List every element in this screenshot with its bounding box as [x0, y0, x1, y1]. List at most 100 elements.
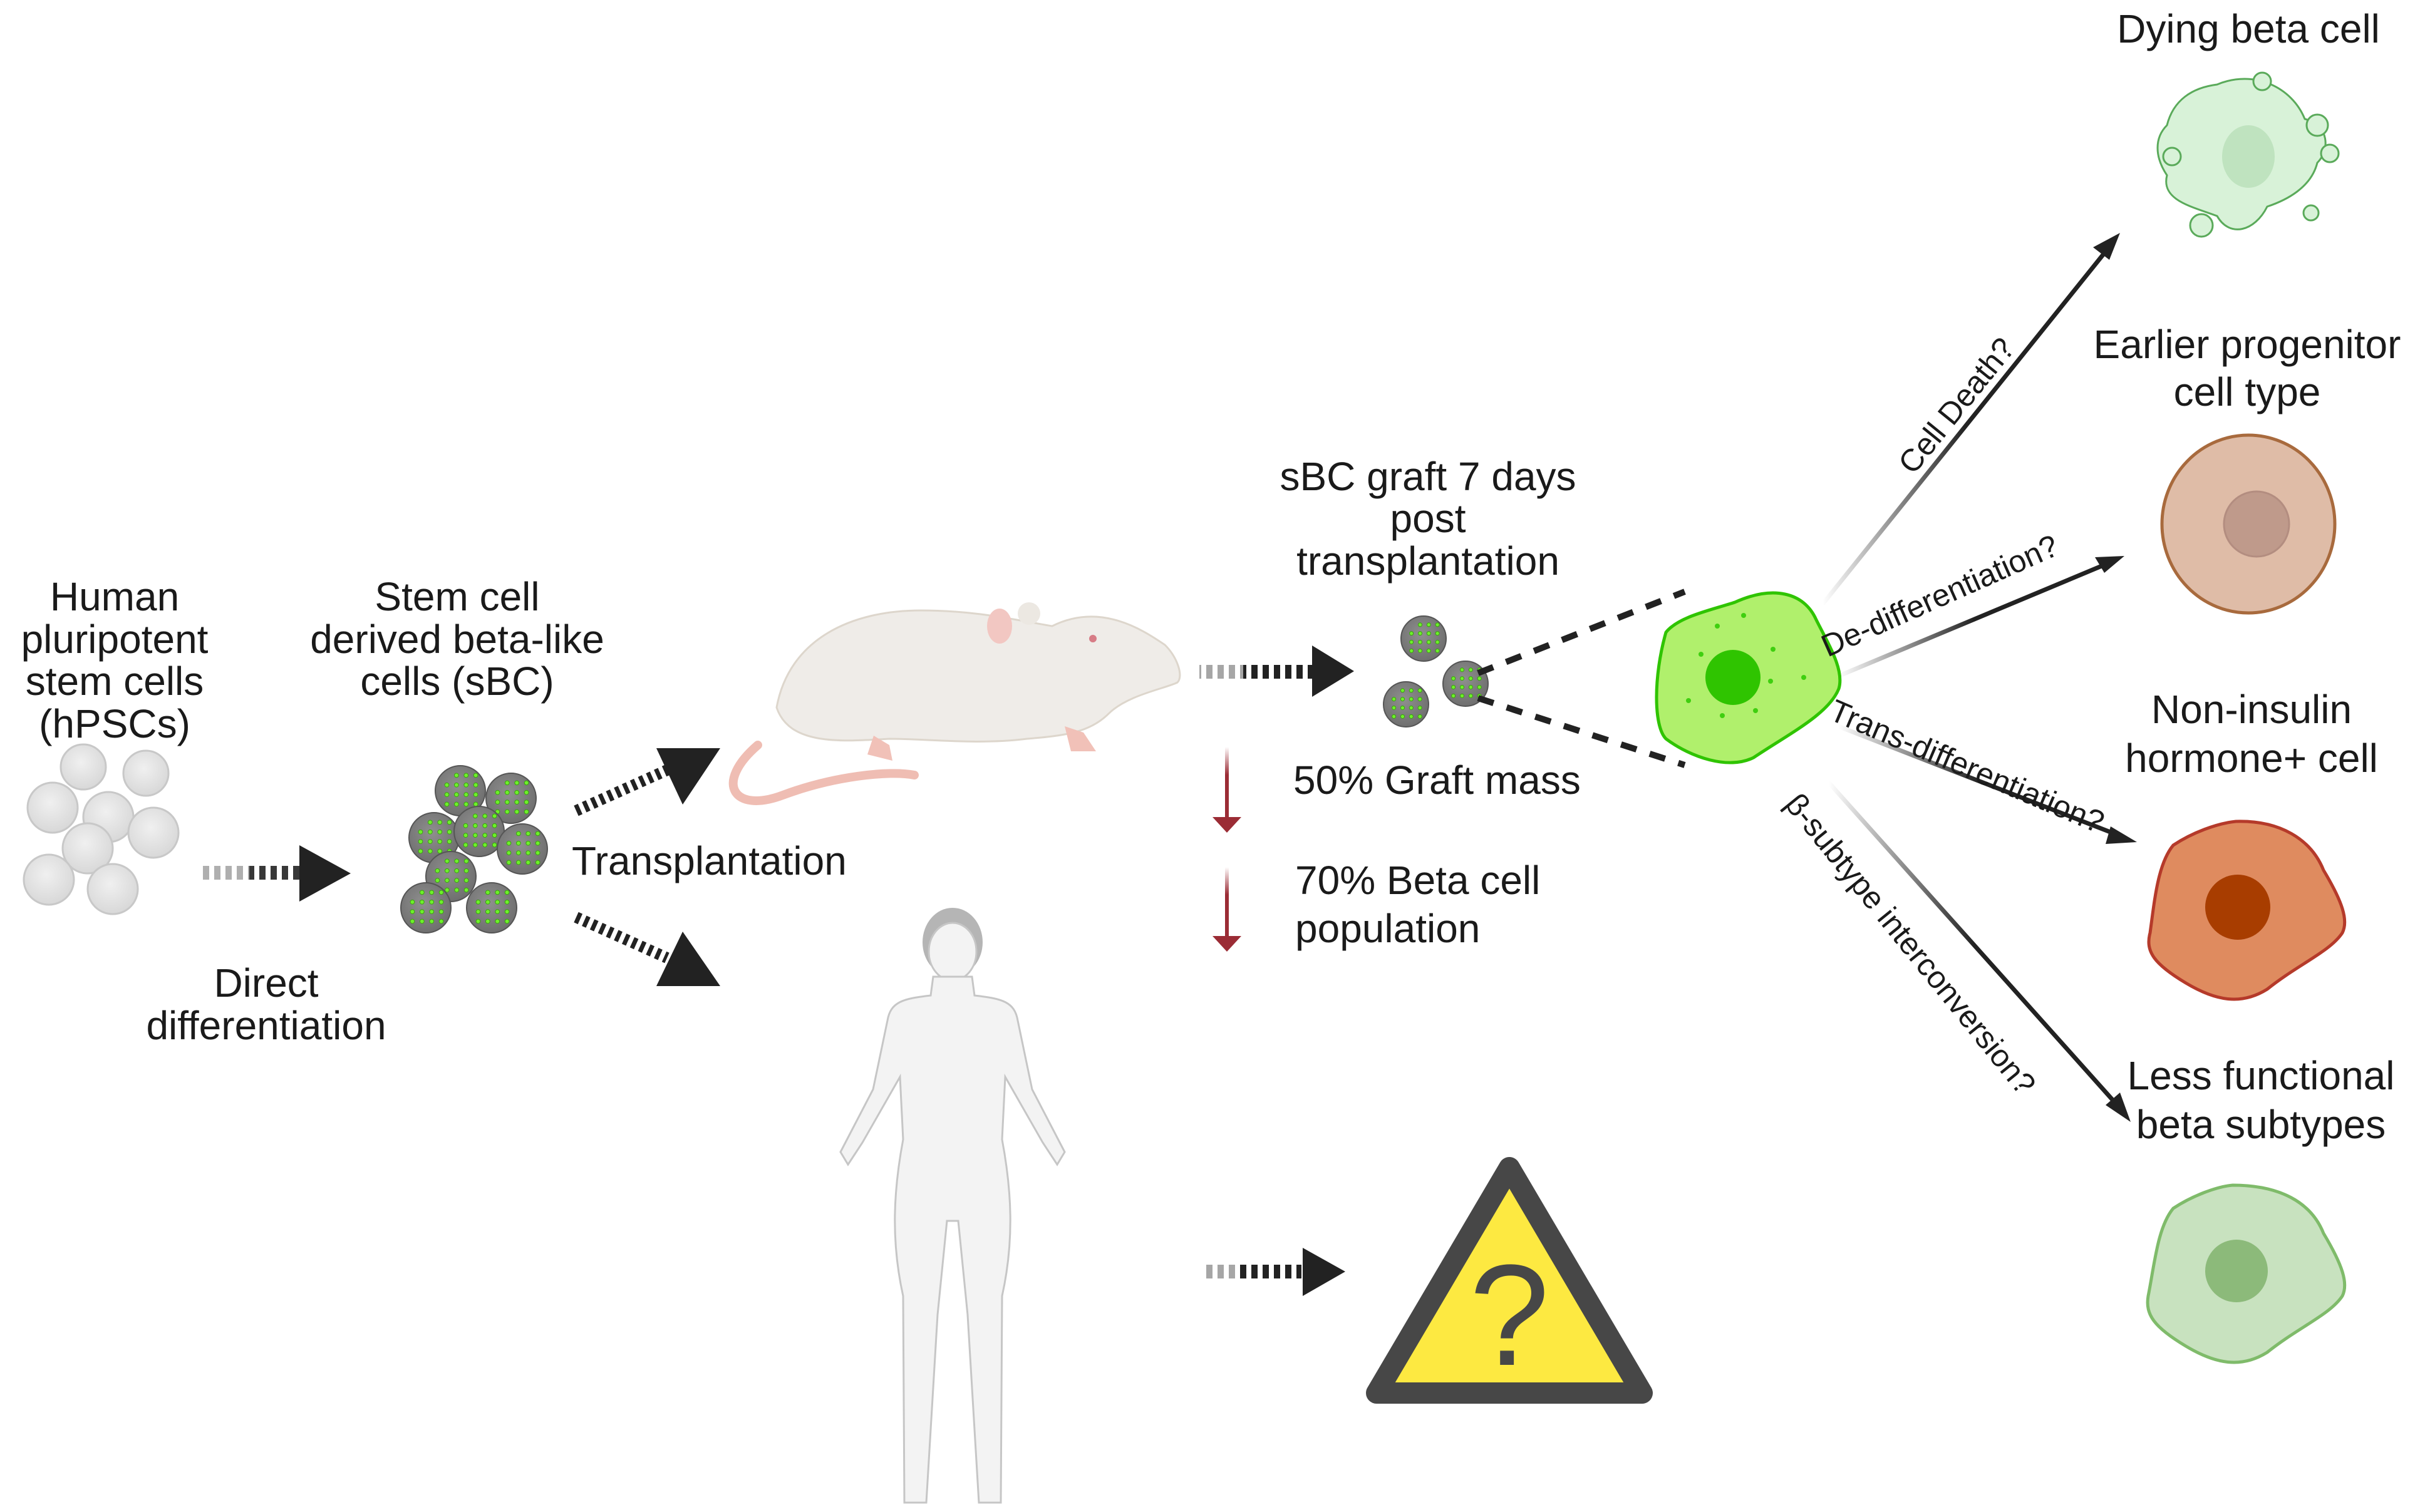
cell-dot — [524, 789, 529, 795]
cell-dot — [535, 831, 540, 836]
cell-dot — [429, 909, 435, 915]
subtype-interconversion-label: β-subtype interconversion? — [1778, 787, 2042, 1102]
cell-dot — [525, 850, 531, 856]
cell-dot — [419, 890, 425, 895]
sbc-cluster-icon — [400, 765, 548, 933]
cell-dot — [1392, 697, 1397, 702]
cell-dot — [444, 887, 450, 893]
cell-dot — [535, 850, 540, 856]
cell-dot — [524, 809, 529, 815]
cell-dot — [495, 918, 500, 924]
cell-dot — [475, 909, 481, 915]
cell-dot — [482, 823, 488, 828]
beta-cell-icon — [1655, 591, 1842, 764]
cell-dot — [444, 792, 450, 798]
cell-dot — [1392, 705, 1397, 711]
cell-dot — [1477, 676, 1482, 681]
cell-dot — [1417, 639, 1423, 645]
cell-dot — [437, 820, 443, 825]
cell-dot — [463, 782, 469, 788]
hpsc-label-line: stem cells — [26, 659, 204, 704]
progenitor-cell-icon — [2160, 433, 2337, 615]
hpsc-label: Human pluripotent stem cells (hPSCs) — [21, 574, 209, 746]
less-functional-cell-icon — [2146, 1183, 2347, 1364]
cell-dot — [444, 801, 450, 807]
cell-dot — [495, 890, 500, 895]
hpsc-label-line: pluripotent — [21, 617, 209, 662]
trans-differentiation-label: Trans-differentiation? — [1825, 693, 2109, 840]
cell-dot — [1417, 688, 1422, 693]
cell-dot — [429, 899, 435, 905]
cell-dot — [419, 899, 425, 905]
cell-dot — [463, 823, 468, 828]
cell-dot — [437, 839, 443, 845]
cell-dot — [1459, 693, 1465, 698]
arrow-direct-diff — [199, 845, 351, 902]
non-insulin-label: Non-insulin hormone+ cell — [2125, 687, 2378, 781]
graft-title: sBC graft 7 days post transplantation — [1280, 454, 1576, 584]
arrow-to-human — [574, 912, 720, 986]
sbc-label-line: derived beta-like — [310, 617, 604, 662]
cell-dot — [1435, 631, 1440, 636]
cell-dot — [429, 890, 435, 895]
sbc-label-line: cells (sBC) — [360, 659, 554, 704]
cell-dot — [535, 840, 540, 846]
cell-dot — [472, 833, 478, 838]
cell-dot — [463, 773, 469, 778]
cell-dot — [1451, 693, 1456, 698]
cell-dot — [485, 909, 490, 915]
cell-dot — [438, 918, 444, 924]
cell-dot — [514, 809, 520, 815]
cell-dot — [473, 782, 478, 788]
cell-dot — [447, 839, 452, 845]
cell-dot — [506, 850, 512, 856]
cell-dot — [447, 829, 452, 835]
graft-title-line: post — [1390, 496, 1466, 541]
cell-dot — [419, 918, 425, 924]
cell-dot — [504, 890, 510, 895]
non-insulin-cell-icon — [2147, 820, 2347, 1001]
sbc-label: Stem cell derived beta-like cells (sBC) — [310, 574, 604, 704]
cell-dot — [515, 850, 521, 856]
warning-question-mark: ? — [1469, 1235, 1549, 1396]
progenitor-label-line: Earlier progenitor — [2094, 322, 2401, 367]
progenitor-label-line: cell type — [2174, 369, 2321, 414]
cell-dot — [495, 909, 500, 915]
cell-dot — [463, 842, 468, 848]
cell-dot — [485, 890, 490, 895]
cell-dot — [473, 801, 478, 807]
less-functional-label-line: Less functional — [2128, 1053, 2395, 1098]
cell-dot — [1400, 688, 1405, 693]
cell-dot — [463, 792, 469, 798]
cell-dot — [1409, 631, 1414, 636]
cell-dot — [524, 780, 529, 786]
cell-dot — [1435, 622, 1440, 627]
progenitor-label: Earlier progenitor cell type — [2094, 322, 2401, 414]
cell-dot — [1392, 714, 1397, 719]
beta-pop-label-line: population — [1295, 906, 1480, 951]
cell-dot — [1409, 705, 1414, 711]
cell-dot — [418, 839, 423, 845]
cell-dot — [447, 820, 452, 825]
cell-dot — [453, 792, 459, 798]
cell-dot — [427, 839, 433, 845]
arrow-subtype-interconversion — [1827, 781, 2131, 1122]
cell-dot — [1409, 697, 1414, 702]
mouse-icon — [728, 602, 1181, 805]
cell-dot — [1451, 676, 1456, 681]
cell-dot — [1468, 693, 1473, 698]
cell-dot — [1426, 622, 1431, 627]
cell-dot — [495, 800, 500, 805]
cell-dot — [454, 887, 460, 893]
cell-dot — [525, 860, 531, 865]
dying-cell-label: Dying beta cell — [2117, 6, 2380, 51]
cell-dot — [504, 909, 510, 915]
cell-dot — [475, 899, 481, 905]
cell-dot — [1426, 631, 1431, 636]
cell-dot — [524, 800, 529, 805]
direct-diff-label-line: differentiation — [146, 1003, 386, 1048]
cell-dot — [1468, 667, 1473, 672]
cell-dot — [427, 820, 433, 825]
cell-dot — [453, 773, 459, 778]
cell-dot — [472, 842, 478, 848]
